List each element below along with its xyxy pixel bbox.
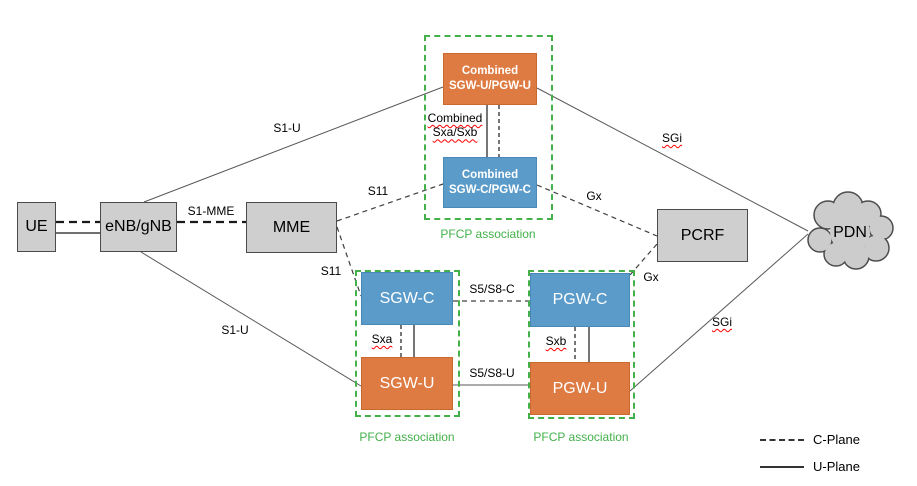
node-enb-gnb-label: eNB/gNB	[105, 218, 172, 236]
node-pcrf-label: PCRF	[680, 226, 725, 244]
legend-row-uplane: U-Plane	[760, 453, 860, 480]
pdn-cloud-fill	[809, 193, 892, 268]
node-sgw-c: SGW-C	[361, 272, 453, 325]
label-sgi-bottom: SGi	[712, 315, 732, 329]
combined-c-line2: SGW-C/PGW-C	[449, 183, 531, 196]
label-sgi-top-text: SGi	[661, 131, 683, 145]
combined-c-line1: Combined	[461, 168, 519, 181]
node-combined-sgwc-pgwc-label: Combined SGW-C/PGW-C	[449, 168, 531, 198]
edge-s1u-bottom	[140, 251, 362, 387]
node-combined-sgwu-pgwu-label: Combined SGW-U/PGW-U	[449, 64, 531, 94]
label-s1u-bottom: S1-U	[221, 323, 249, 337]
edge-s1u-top	[143, 86, 444, 203]
node-pgw-c-label: PGW-C	[552, 291, 608, 309]
node-sgw-u: SGW-U	[361, 357, 453, 410]
pfcp-group-sgw	[355, 270, 460, 417]
label-combined-sx-line2: Sxa/Sxb	[432, 125, 478, 140]
label-sgi-bottom-text: SGi	[711, 315, 733, 329]
pfcp-group-combined	[424, 35, 553, 220]
node-pdn-label: PDN	[833, 224, 867, 241]
node-mme: MME	[246, 202, 337, 253]
label-s11-top: S11	[367, 184, 389, 198]
label-sxa: Sxa	[372, 332, 393, 346]
label-combined-sx: Combined Sxa/Sxb	[426, 111, 484, 140]
node-ue-label: UE	[25, 218, 48, 236]
node-sgw-c-label: SGW-C	[379, 289, 435, 307]
pfcp-label-sgw: PFCP association	[359, 430, 455, 444]
node-pcrf: PCRF	[657, 209, 748, 262]
combined-u-line2: SGW-U/PGW-U	[449, 80, 531, 92]
legend-cplane-label: C-Plane	[813, 432, 860, 447]
label-sgi-top: SGi	[662, 131, 682, 145]
label-s1-mme: S1-MME	[187, 204, 235, 218]
label-gx-top: Gx	[586, 189, 602, 203]
node-pgw-u-label: PGW-U	[552, 379, 608, 397]
label-s1u-top: S1-U	[273, 121, 301, 135]
label-sxb-text: Sxb	[545, 334, 567, 348]
edge-s11-bottom	[336, 226, 362, 297]
edge-gx-top	[536, 184, 658, 237]
label-s11-bottom: S11	[320, 264, 342, 278]
legend-uplane-label: U-Plane	[813, 459, 860, 474]
label-s5s8-c: S5/S8-C	[469, 282, 515, 296]
node-ue: UE	[17, 202, 56, 252]
label-sxb: Sxb	[546, 334, 567, 348]
edge-sgi-bottom	[629, 233, 809, 392]
node-pgw-c: PGW-C	[530, 273, 630, 327]
legend: C-Plane U-Plane	[760, 426, 860, 480]
node-mme-label: MME	[272, 218, 311, 236]
node-combined-sgwc-pgwc: Combined SGW-C/PGW-C	[443, 157, 537, 208]
pfcp-label-pgw: PFCP association	[533, 430, 629, 444]
edge-sgi-top	[536, 87, 809, 232]
node-combined-sgwu-pgwu: Combined SGW-U/PGW-U	[443, 53, 537, 105]
label-gx-bottom: Gx	[643, 270, 659, 284]
legend-solid-line	[760, 465, 804, 468]
label-combined-sx-line1: Combined	[427, 111, 483, 125]
node-sgw-u-label: SGW-U	[379, 374, 435, 392]
label-sxa-text: Sxa	[371, 332, 393, 346]
pfcp-group-pgw	[528, 270, 635, 419]
label-s5s8-u: S5/S8-U	[469, 366, 515, 380]
combined-u-line1: Combined	[461, 65, 519, 78]
legend-row-cplane: C-Plane	[760, 426, 860, 453]
legend-dashed-line	[760, 438, 804, 441]
pfcp-label-combined: PFCP association	[440, 227, 536, 241]
edge-gx-bottom	[629, 243, 658, 276]
node-enb-gnb: eNB/gNB	[100, 202, 177, 252]
node-pgw-u: PGW-U	[530, 362, 630, 415]
